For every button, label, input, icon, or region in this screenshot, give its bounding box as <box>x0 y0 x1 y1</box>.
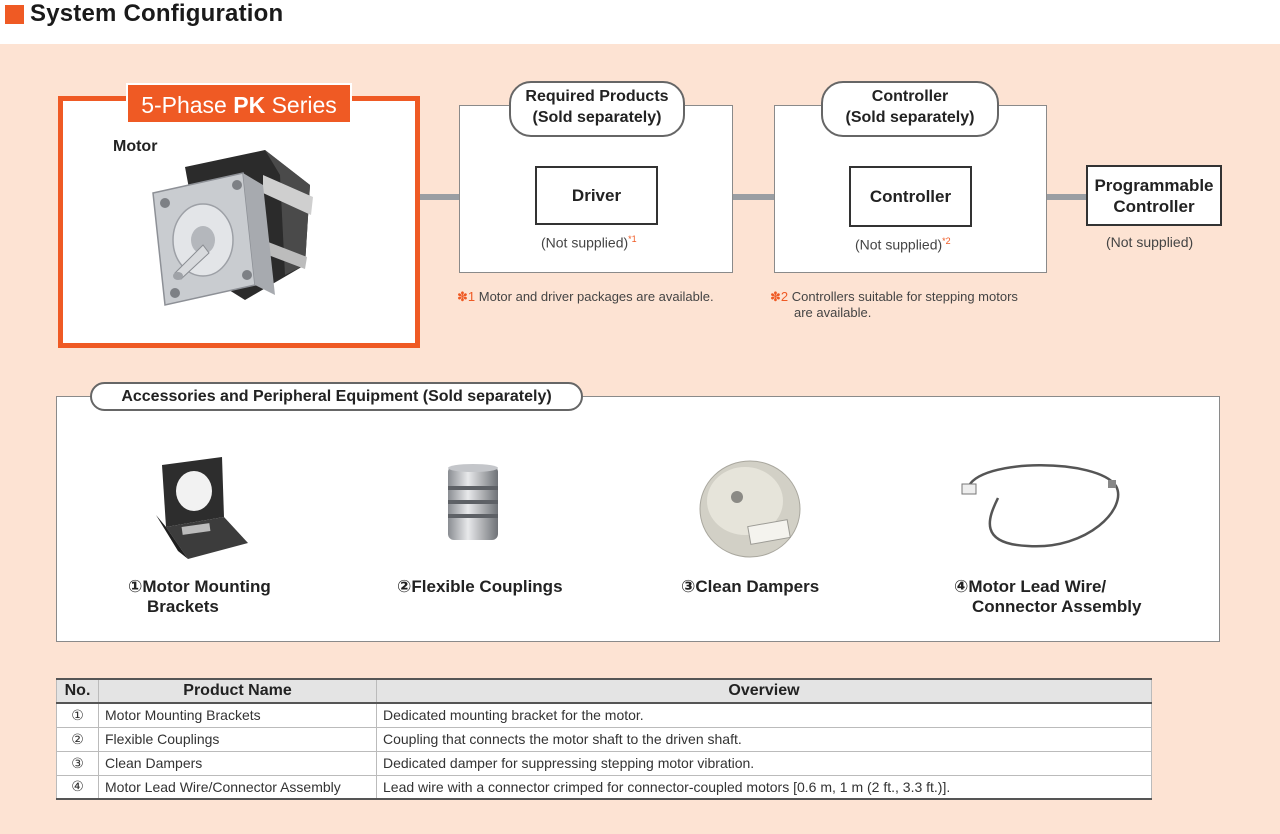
mounting-bracket-image <box>156 457 248 559</box>
header-no: No. <box>56 678 99 704</box>
row-no: ② <box>56 726 99 752</box>
table-row: ③ Clean Dampers Dedicated damper for sup… <box>56 750 1152 776</box>
controller-pill: Controller (Sold separately) <box>821 81 999 137</box>
controller-not-supplied: (Not supplied)*2 <box>855 236 951 253</box>
controller-label: Controller <box>869 187 952 206</box>
accessory-1-line1: ①Motor Mounting <box>128 577 271 596</box>
controller-group-title: Controller <box>871 88 949 105</box>
motor-label: Motor <box>113 138 158 155</box>
driver-box: Driver <box>535 166 658 225</box>
accessory-label-couplings: ②Flexible Couplings <box>397 577 563 597</box>
accessory-1-line2: Brackets <box>147 597 219 616</box>
footnote-1: ✽1 Motor and driver packages are availab… <box>457 289 714 305</box>
driver-not-supplied: (Not supplied)*1 <box>541 234 637 251</box>
title-marker <box>5 5 24 24</box>
footnote-2-line2: are available. <box>794 305 872 320</box>
row-name: Motor Mounting Brackets <box>98 702 377 728</box>
driver-label: Driver <box>571 186 622 205</box>
row-overview: Dedicated damper for suppressing steppin… <box>376 750 1152 776</box>
accessory-2-line1: ②Flexible Couplings <box>397 577 563 596</box>
controller-note-mark: *2 <box>942 236 951 246</box>
stepping-motor-image <box>152 150 313 306</box>
accessory-3-line1: ③Clean Dampers <box>681 577 820 596</box>
table-row: ④ Motor Lead Wire/Connector Assembly Lea… <box>56 774 1152 800</box>
required-products-subtitle: (Sold separately) <box>532 109 662 126</box>
lead-wire-image <box>961 464 1120 548</box>
controller-box: Controller <box>849 166 972 227</box>
series-tab-prefix: 5-Phase <box>141 92 234 118</box>
controller-group-subtitle: (Sold separately) <box>845 109 975 126</box>
row-name: Clean Dampers <box>98 750 377 776</box>
accessory-4-line1: ④Motor Lead Wire/ <box>954 577 1107 596</box>
page-title: System Configuration <box>30 0 284 27</box>
table-row: ① Motor Mounting Brackets Dedicated moun… <box>56 702 1152 728</box>
header-product-name: Product Name <box>98 678 377 704</box>
plc-not-supplied: (Not supplied) <box>1106 234 1194 250</box>
accessory-4-line2: Connector Assembly <box>972 597 1142 616</box>
header-overview: Overview <box>376 678 1152 704</box>
row-overview: Coupling that connects the motor shaft t… <box>376 726 1152 752</box>
programmable-controller-box: Programmable Controller <box>1086 165 1222 226</box>
row-no: ① <box>56 702 99 728</box>
plc-label-line2: Controller <box>1113 196 1195 216</box>
required-products-title: Required Products <box>525 88 669 105</box>
title-bar: System Configuration <box>0 0 1280 44</box>
required-products-pill: Required Products (Sold separately) <box>509 81 685 137</box>
accessory-label-dampers: ③Clean Dampers <box>681 577 819 597</box>
footnote-1-text: Motor and driver packages are available. <box>478 289 714 304</box>
accessories-title: Accessories and Peripheral Equipment (So… <box>90 382 583 411</box>
row-no: ④ <box>56 774 99 800</box>
accessories-group <box>56 396 1220 642</box>
footnote-2-line1: Controllers suitable for stepping motors <box>791 289 1018 304</box>
table-header-row: No. Product Name Overview <box>56 678 1152 704</box>
clean-damper-image <box>699 460 801 558</box>
driver-not-supplied-text: (Not supplied) <box>541 234 629 251</box>
driver-note-mark: *1 <box>628 234 637 244</box>
controller-not-supplied-text: (Not supplied) <box>855 236 943 253</box>
footnote-1-mark: ✽1 <box>457 289 476 304</box>
footnote-2: ✽2 Controllers suitable for stepping mot… <box>770 289 1018 321</box>
accessories-table: No. Product Name Overview ① Motor Mounti… <box>56 678 1152 800</box>
series-tab-suffix: Series <box>265 92 337 118</box>
table-row: ② Flexible Couplings Coupling that conne… <box>56 726 1152 752</box>
row-overview: Lead wire with a connector crimped for c… <box>376 774 1152 800</box>
row-name: Motor Lead Wire/Connector Assembly <box>98 774 377 800</box>
footnote-2-mark: ✽2 <box>770 289 789 304</box>
accessory-label-lead-wire: ④Motor Lead Wire/ Connector Assembly <box>954 577 1141 617</box>
series-tab: 5-Phase PK Series <box>126 83 352 124</box>
flexible-coupling-image <box>448 464 498 540</box>
series-tab-bold: PK <box>233 92 266 118</box>
accessory-label-brackets: ①Motor Mounting Brackets <box>128 577 271 617</box>
row-no: ③ <box>56 750 99 776</box>
row-name: Flexible Couplings <box>98 726 377 752</box>
row-overview: Dedicated mounting bracket for the motor… <box>376 702 1152 728</box>
plc-label-line1: Programmable <box>1094 175 1214 195</box>
